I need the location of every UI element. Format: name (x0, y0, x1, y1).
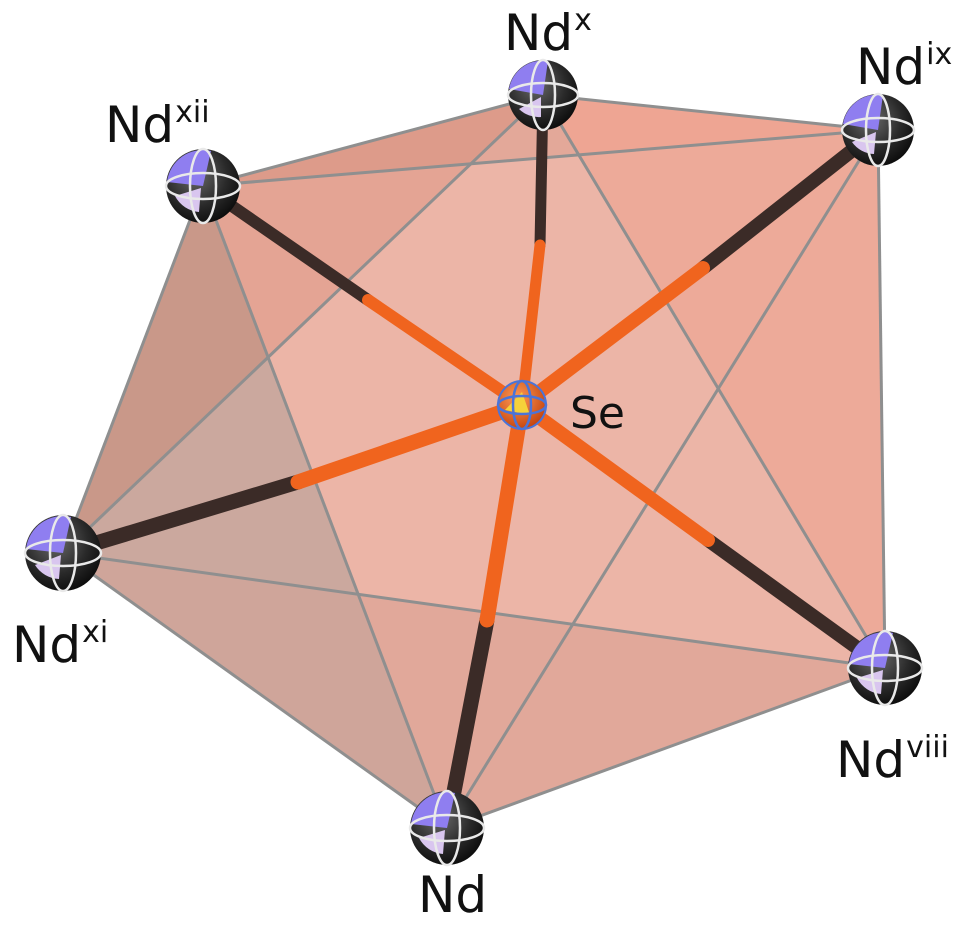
edge (541, 94, 887, 669)
bond-se-segment (515, 261, 710, 412)
symmetry-code: xi (82, 615, 109, 650)
edge (61, 93, 545, 555)
bond-se-segment (479, 397, 530, 628)
element-symbol: Nd (836, 731, 906, 789)
edge (202, 93, 544, 188)
edge (61, 185, 205, 554)
bond-se-segment (515, 398, 715, 547)
symmetry-code: xii (175, 95, 210, 130)
atom-label-nd-ix: Ndix (856, 40, 952, 93)
nd-atom (408, 789, 486, 867)
atom-label-se: Se (570, 388, 625, 439)
bond-se-segment (362, 294, 528, 411)
edge (62, 551, 886, 670)
edge (201, 185, 449, 829)
nd-atoms (23, 58, 924, 867)
edge (62, 551, 448, 830)
bond-se-segment (516, 239, 546, 411)
edge (446, 666, 886, 830)
bond-nd-segment (696, 123, 885, 275)
nd-atom-ix (840, 92, 916, 168)
symmetry-code: viii (906, 730, 949, 765)
se-atom (496, 379, 548, 431)
element-symbol: Nd (418, 866, 488, 924)
nd-atom-x (506, 58, 580, 132)
symmetry-code: x (574, 3, 592, 38)
element-symbol: Nd (105, 96, 175, 154)
polyhedron-edges (61, 93, 887, 830)
element-symbol: Nd (504, 4, 574, 62)
atom-label-nd-x: Ndx (504, 6, 592, 59)
bond-se-segment (290, 397, 530, 490)
bonds (55, 89, 892, 836)
atom-label-nd-xii: Ndxii (105, 98, 210, 151)
edge (876, 129, 887, 669)
atom-label-nd-xi: Ndxi (12, 618, 108, 671)
edge (542, 93, 879, 132)
nd-atom-xii (164, 147, 242, 225)
atom-label-nd-viii: Ndviii (836, 733, 949, 786)
edge (445, 129, 880, 829)
nd-atom-viii (846, 629, 924, 707)
element-symbol: Nd (856, 38, 926, 96)
element-symbol: Nd (12, 616, 82, 674)
symmetry-code: ix (926, 37, 953, 72)
nd-atom-xi (23, 513, 103, 593)
bond-nd-segment (55, 474, 306, 561)
atom-label-nd: Nd (418, 870, 487, 920)
